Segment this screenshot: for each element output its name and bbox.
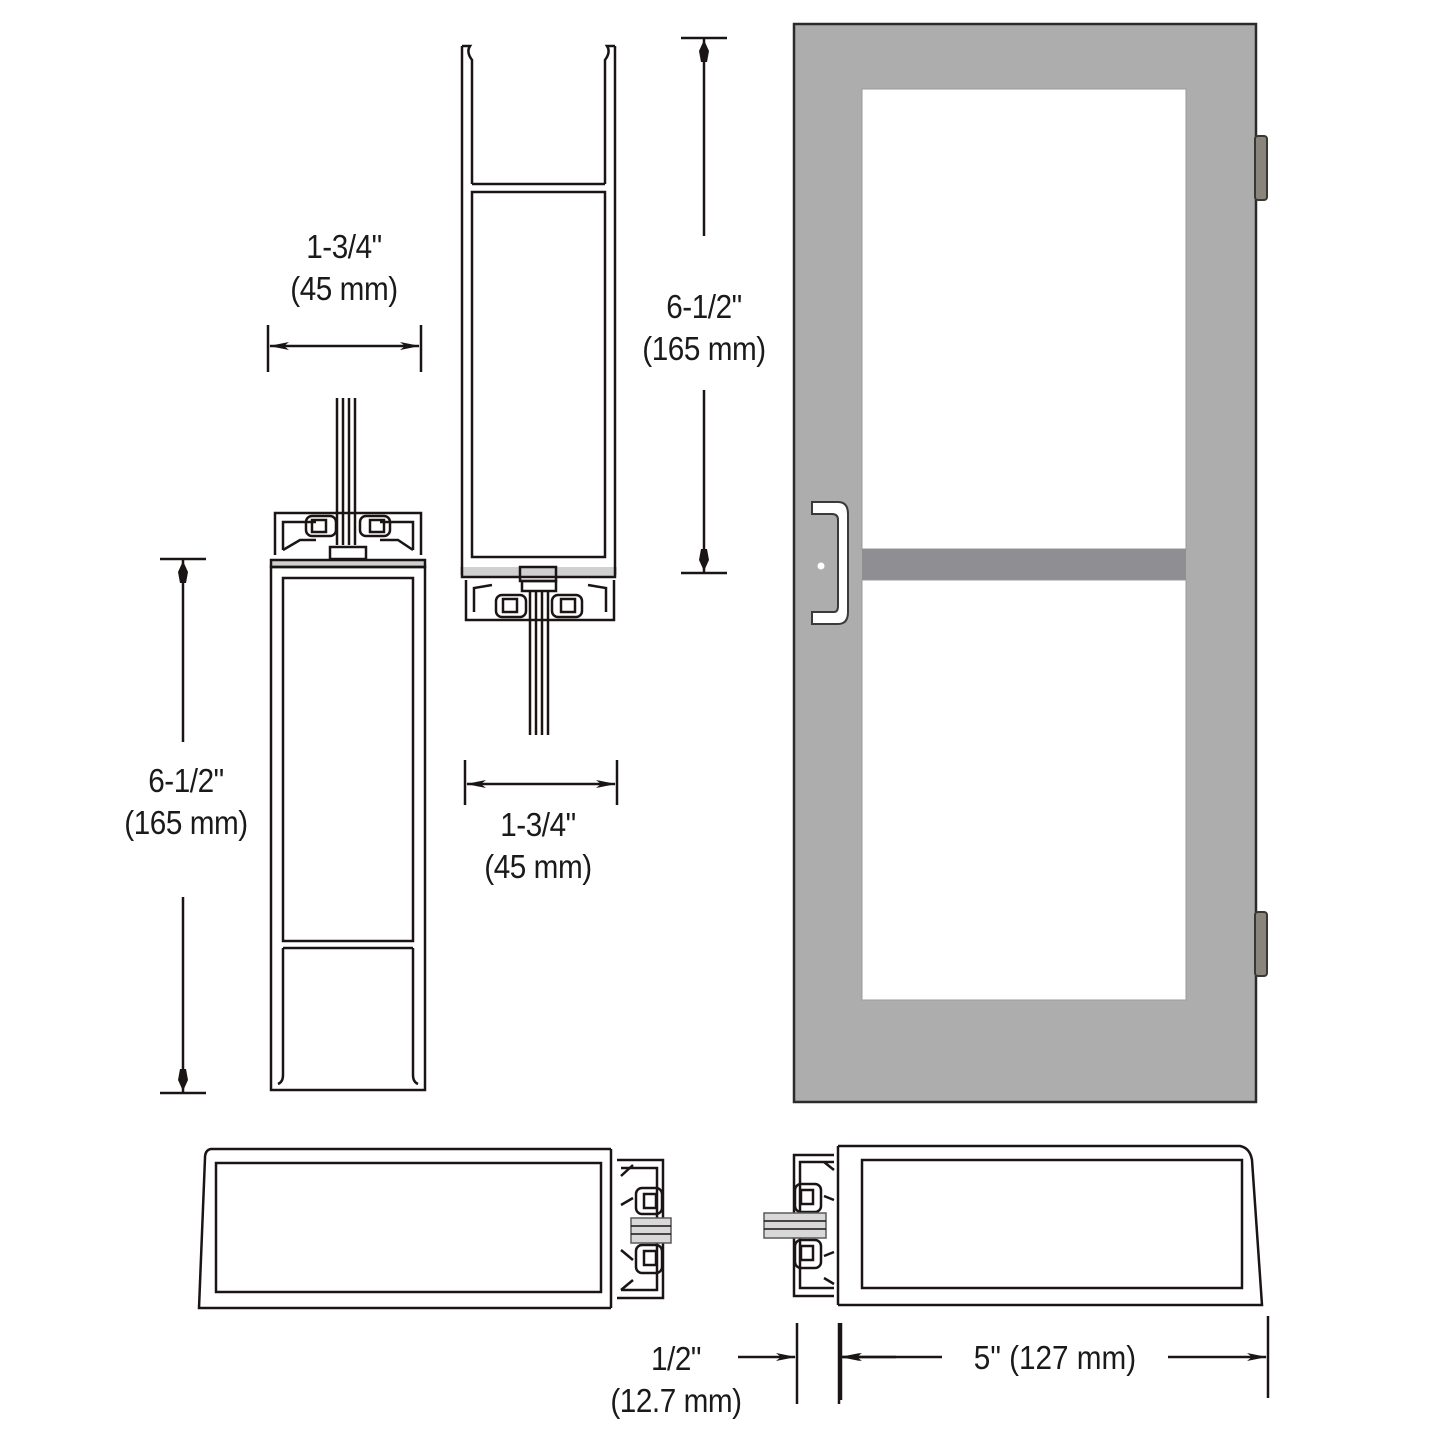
metric-value: (45 mm) [290,270,398,307]
dimension-label-top-rail-width: 1-3/4" (45 mm) [272,226,416,310]
dimension-top-rail-width-lower [463,760,619,805]
dimension-label-gap: 1/2" (12.7 mm) [595,1338,757,1422]
imperial-value: 6-1/2" [666,288,742,325]
metric-value: (45 mm) [484,848,592,885]
dimension-top-rail-height [681,36,727,575]
lower-glass-panel [861,579,1187,1001]
imperial-value: 1-3/4" [306,228,382,265]
upper-hinge [1254,135,1268,201]
bottom-rail-profile-section [269,398,427,1092]
dimension-top-rail-width [266,325,423,372]
door-pull-handle [811,501,849,625]
imperial-value: 1-3/4" [500,806,576,843]
upper-glass-panel [861,88,1187,550]
door-elevation [792,22,1268,1104]
imperial-value: 6-1/2" [148,762,224,799]
stile-plan-section-right [763,1144,1264,1307]
mid-rail [862,549,1186,580]
metric-value: (165 mm) [642,330,766,367]
dimension-label-bottom-rail-height: 6-1/2" (165 mm) [105,760,267,844]
dimension-label-bottom-rail-width: 1-3/4" (45 mm) [466,804,610,888]
dimension-bottom-rail-height [160,557,206,1095]
metric-value: (12.7 mm) [610,1382,742,1419]
top-rail-profile-section [460,44,617,735]
dimension-gap [738,1323,896,1404]
lock-cylinder [817,562,825,570]
stile-plan-section-left [197,1147,672,1310]
metric-value: (165 mm) [124,804,248,841]
dimension-label-top-rail-height: 6-1/2" (165 mm) [623,286,785,370]
imperial-value: 1/2" [650,1340,702,1377]
lower-hinge [1254,911,1268,977]
dimension-stile-width [839,1316,1270,1400]
dimension-label-stile-width: 5" (127 mm) [973,1339,1137,1376]
